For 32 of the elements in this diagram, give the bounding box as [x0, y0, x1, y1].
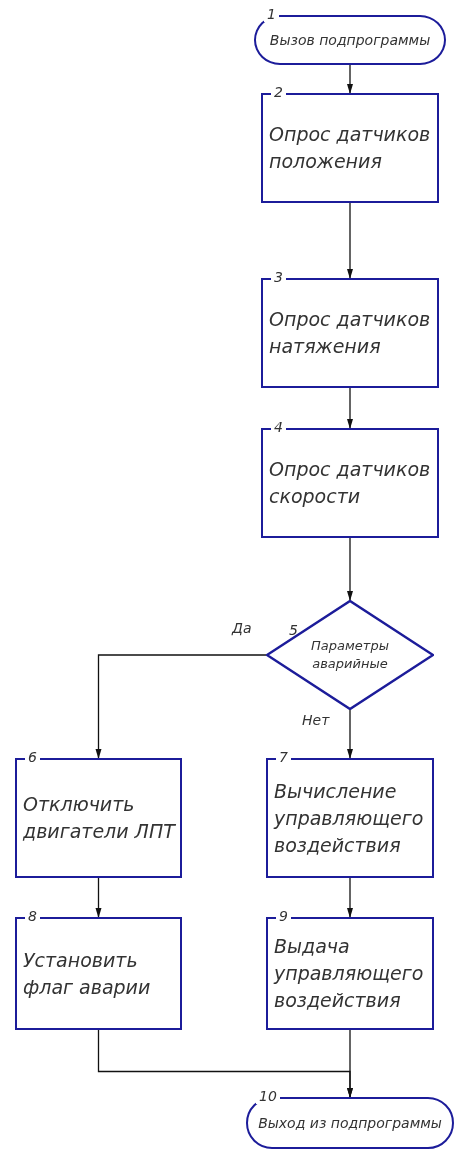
arrow — [347, 537, 353, 601]
step-number: 5 — [288, 622, 299, 638]
step-label: Выдача управляющего воздействия — [274, 934, 425, 1013]
step-number: 3 — [271, 269, 286, 285]
step-label: Вызов подпрограммы — [269, 31, 431, 50]
step-label: Установить флаг аварии — [23, 947, 152, 1000]
step-number: 7 — [276, 749, 291, 765]
step-number: 2 — [271, 84, 286, 100]
edge-label: Нет — [300, 712, 332, 728]
step-label: Вычисление управляющего воздействия — [274, 778, 425, 858]
step-label: Опрос датчиков положения — [269, 122, 432, 174]
step-number: 6 — [25, 749, 40, 765]
step-label: Опрос датчиков натяжения — [269, 307, 432, 359]
arrow — [95, 877, 102, 918]
step-label: Параметры аварийные — [310, 637, 390, 673]
step-label: Отключить двигатели ЛПТ — [23, 792, 176, 844]
arrow — [347, 64, 353, 94]
step-number: 9 — [276, 908, 291, 924]
step-number: 8 — [25, 908, 40, 924]
arrow — [347, 709, 353, 759]
arrow — [95, 654, 267, 759]
arrow — [347, 387, 353, 429]
step-label: Выход из подпрограммы — [258, 1114, 442, 1133]
step-number: 4 — [271, 419, 286, 435]
step-label: Опрос датчиков скорости — [269, 457, 432, 509]
decision-diamond — [266, 600, 434, 710]
arrow — [347, 1029, 353, 1098]
arrow — [347, 877, 353, 918]
step-number: 1 — [264, 6, 279, 22]
step-number: 10 — [256, 1088, 280, 1104]
edge-label: Да — [230, 620, 254, 636]
arrow — [347, 202, 353, 279]
